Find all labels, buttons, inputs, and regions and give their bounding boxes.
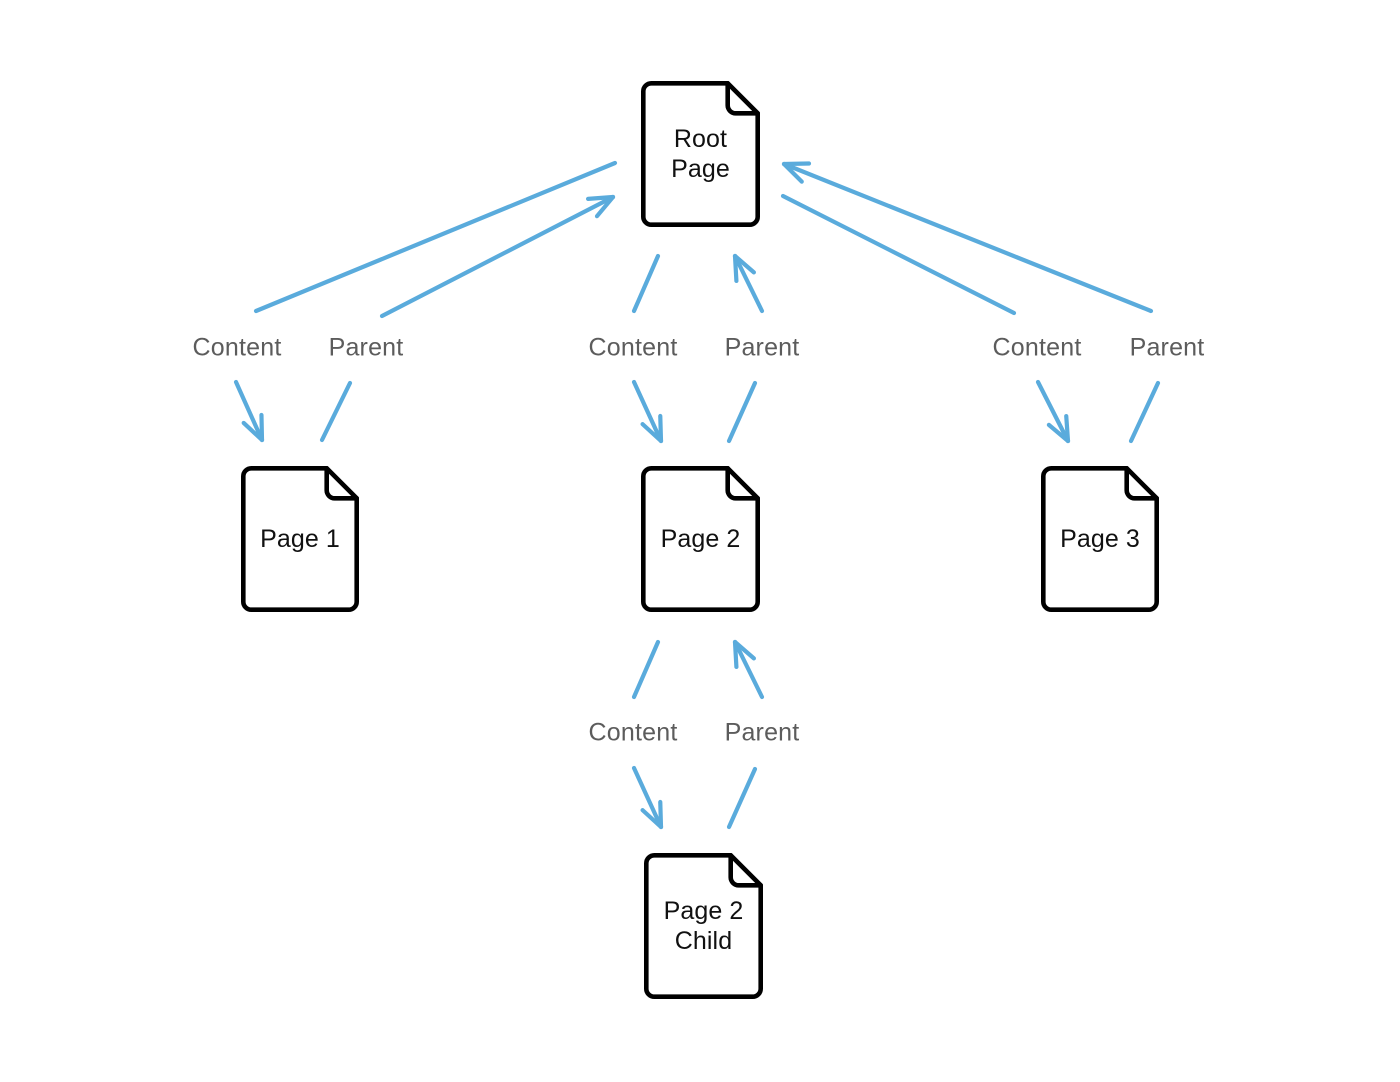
document-fold xyxy=(725,81,760,116)
document-body xyxy=(241,466,359,612)
edge-label-page1-parent-root: Parent xyxy=(328,333,404,362)
edge-segment xyxy=(726,380,758,444)
edge-label-root-content-page1: Content xyxy=(192,333,282,362)
arrowhead-stroke xyxy=(732,253,739,284)
arrowhead-stroke xyxy=(781,161,804,184)
node-page2[interactable]: Page 2 xyxy=(641,466,760,612)
edge-label-page2child-parent-page2: Parent xyxy=(724,718,800,747)
document-icon xyxy=(241,466,359,612)
edge-segment xyxy=(1035,379,1071,444)
edge-segment xyxy=(631,379,664,444)
arrowhead-stroke xyxy=(640,422,664,444)
edge-segment xyxy=(253,160,618,314)
document-fold xyxy=(728,853,763,888)
edge-root-content-page1 xyxy=(233,160,618,443)
edge-label-page2-content-page2child: Content xyxy=(588,718,678,747)
arrowhead-stroke xyxy=(732,639,739,670)
document-body xyxy=(641,81,760,227)
document-fold xyxy=(1124,466,1159,501)
arrowhead-stroke xyxy=(241,420,265,443)
edge-segment xyxy=(631,639,661,700)
arrowhead-stroke xyxy=(594,194,616,219)
node-page3[interactable]: Page 3 xyxy=(1041,466,1159,612)
node-page1[interactable]: Page 1 xyxy=(241,466,359,612)
edge-root-content-page2 xyxy=(631,253,664,444)
arrowhead-stroke xyxy=(1046,422,1071,444)
edge-label-root-content-page2: Content xyxy=(588,333,678,362)
document-icon xyxy=(641,466,760,612)
edge-segment xyxy=(780,193,1017,316)
edge-segment xyxy=(726,766,758,830)
edge-page2child-parent-page2 xyxy=(726,639,765,830)
edge-segment xyxy=(1128,380,1161,444)
edge-page3-parent-root xyxy=(781,161,1161,444)
edge-segment xyxy=(233,379,265,443)
document-body xyxy=(1041,466,1159,612)
document-fold xyxy=(324,466,359,501)
edge-label-page2-parent-root: Parent xyxy=(724,333,800,362)
edge-segment xyxy=(732,253,765,314)
arrowhead-stroke xyxy=(658,799,664,830)
arrowhead-stroke xyxy=(658,413,664,444)
edge-segment xyxy=(732,639,765,700)
document-icon xyxy=(1041,466,1159,612)
edge-root-content-page3 xyxy=(780,193,1071,444)
edge-segment xyxy=(631,765,664,830)
edge-segment xyxy=(319,380,353,443)
document-icon xyxy=(641,81,760,227)
arrowhead-stroke xyxy=(1064,413,1071,444)
edge-page1-parent-root xyxy=(319,194,616,443)
edge-page2-content-page2child xyxy=(631,639,664,830)
arrowhead-stroke xyxy=(585,194,616,201)
document-body xyxy=(641,466,760,612)
edge-segment xyxy=(631,253,661,314)
document-icon xyxy=(644,853,763,999)
arrowhead-stroke xyxy=(259,412,265,443)
document-body xyxy=(644,853,763,999)
document-fold xyxy=(725,466,760,501)
arrowhead-stroke xyxy=(640,808,664,830)
edge-label-page3-parent-root: Parent xyxy=(1129,333,1205,362)
edge-segment xyxy=(781,161,1154,314)
arrowhead-stroke xyxy=(732,639,756,661)
edge-segment xyxy=(379,194,616,319)
arrowhead-stroke xyxy=(732,253,756,275)
edge-page2-parent-root xyxy=(726,253,765,444)
edge-label-root-content-page3: Content xyxy=(992,333,1082,362)
